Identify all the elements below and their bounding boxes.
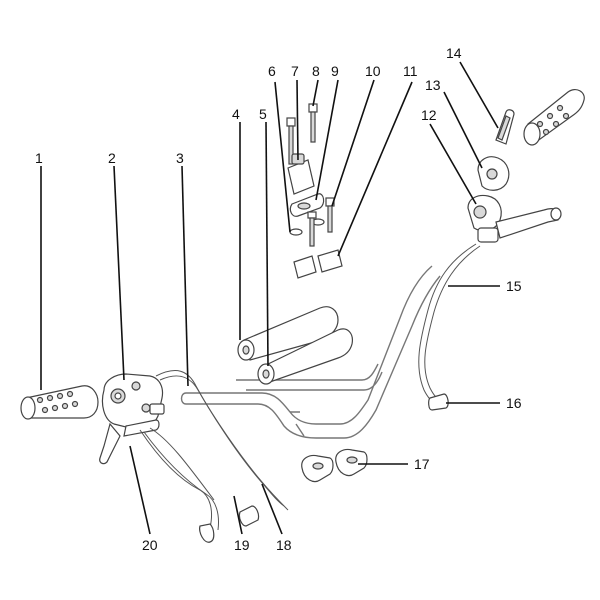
callout-5: 5 xyxy=(259,106,267,122)
callout-labels: 1 2 3 4 5 6 7 8 9 10 11 12 13 14 15 16 1… xyxy=(35,45,522,553)
right-grip xyxy=(523,88,585,146)
lower-clamp xyxy=(301,448,368,483)
callout-14: 14 xyxy=(446,45,462,61)
clamp-bolts xyxy=(286,103,343,279)
callout-13: 13 xyxy=(425,77,441,93)
callout-11: 11 xyxy=(403,63,418,79)
callout-18: 18 xyxy=(276,537,292,553)
callout-12: 12 xyxy=(421,107,437,123)
throttle-switch xyxy=(477,109,515,191)
callout-6: 6 xyxy=(268,63,276,79)
left-switch-housing xyxy=(99,373,165,465)
left-grip xyxy=(20,385,99,420)
callout-9: 9 xyxy=(331,63,339,79)
callout-7: 7 xyxy=(291,63,299,79)
callout-15: 15 xyxy=(506,278,522,294)
callout-1: 1 xyxy=(35,150,43,166)
callout-16: 16 xyxy=(506,395,522,411)
callout-4: 4 xyxy=(232,106,240,122)
right-brake-lever xyxy=(467,194,562,243)
leader-lines xyxy=(40,61,500,535)
callout-3: 3 xyxy=(176,150,184,166)
brake-hose xyxy=(418,243,481,411)
callout-19: 19 xyxy=(234,537,250,553)
left-cables xyxy=(139,370,289,543)
callout-17: 17 xyxy=(414,456,430,472)
crossbar-pad-5 xyxy=(257,328,353,385)
callout-10: 10 xyxy=(365,63,381,79)
callout-20: 20 xyxy=(142,537,158,553)
handlebar xyxy=(180,265,441,439)
callout-8: 8 xyxy=(312,63,320,79)
callout-2: 2 xyxy=(108,150,116,166)
